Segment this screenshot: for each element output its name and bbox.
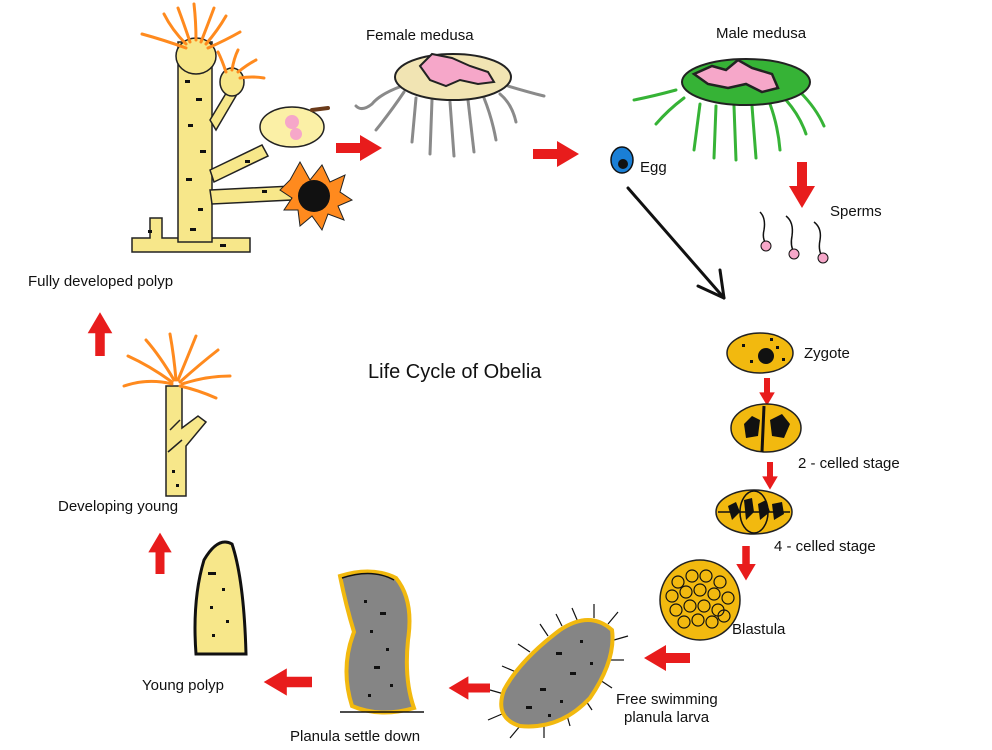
blastula xyxy=(659,559,741,641)
zygote xyxy=(726,332,794,374)
two-celled-stage xyxy=(730,403,802,453)
arrow-4-celled-to-blastula xyxy=(736,546,756,581)
male-medusa xyxy=(632,58,826,162)
label-sperms: Sperms xyxy=(830,203,882,220)
planula-larva xyxy=(487,604,629,739)
arrow-settle-to-young-polyp xyxy=(263,668,312,696)
label-zygote: Zygote xyxy=(804,345,850,362)
arrow-medusa-to-sperms xyxy=(789,162,815,208)
arrow-2-celled-to-4-celled xyxy=(762,462,778,490)
young-polyp xyxy=(193,540,248,656)
four-celled-stage xyxy=(715,489,793,535)
arrow-polyp-to-medusa xyxy=(336,135,382,161)
label-male-medusa: Male medusa xyxy=(716,25,807,42)
fertilization-arrow xyxy=(626,186,726,300)
arrow-developing-to-fully-developed xyxy=(87,312,113,356)
label-planula-settle-down: Planula settle down xyxy=(290,728,420,745)
label-fully-developed-polyp: Fully developed polyp xyxy=(28,273,173,290)
label-planula-line2: planula larva xyxy=(624,709,710,726)
arrow-blastula-to-planula xyxy=(644,645,690,671)
label-2-celled-stage: 2 - celled stage xyxy=(798,455,900,472)
arrow-planula-to-settle xyxy=(448,676,490,700)
diagram-title: Life Cycle of Obelia xyxy=(368,361,542,383)
arrow-medusa-to-egg xyxy=(533,141,579,167)
label-4-celled-stage: 4 - celled stage xyxy=(774,538,876,555)
label-female-medusa: Female medusa xyxy=(366,27,474,44)
fully-developed-polyp xyxy=(131,2,354,253)
developing-young xyxy=(122,332,232,497)
arrow-zygote-to-2-celled xyxy=(759,378,775,406)
sperms xyxy=(759,211,829,264)
label-egg: Egg xyxy=(640,159,667,176)
label-developing-young: Developing young xyxy=(58,498,178,515)
label-planula-line1: Free swimming xyxy=(616,691,718,708)
female-medusa xyxy=(354,52,546,158)
label-blastula: Blastula xyxy=(732,621,786,638)
arrow-young-to-developing xyxy=(148,532,172,574)
label-young-polyp: Young polyp xyxy=(142,677,224,694)
egg xyxy=(610,146,634,174)
planula-settled xyxy=(337,569,424,715)
